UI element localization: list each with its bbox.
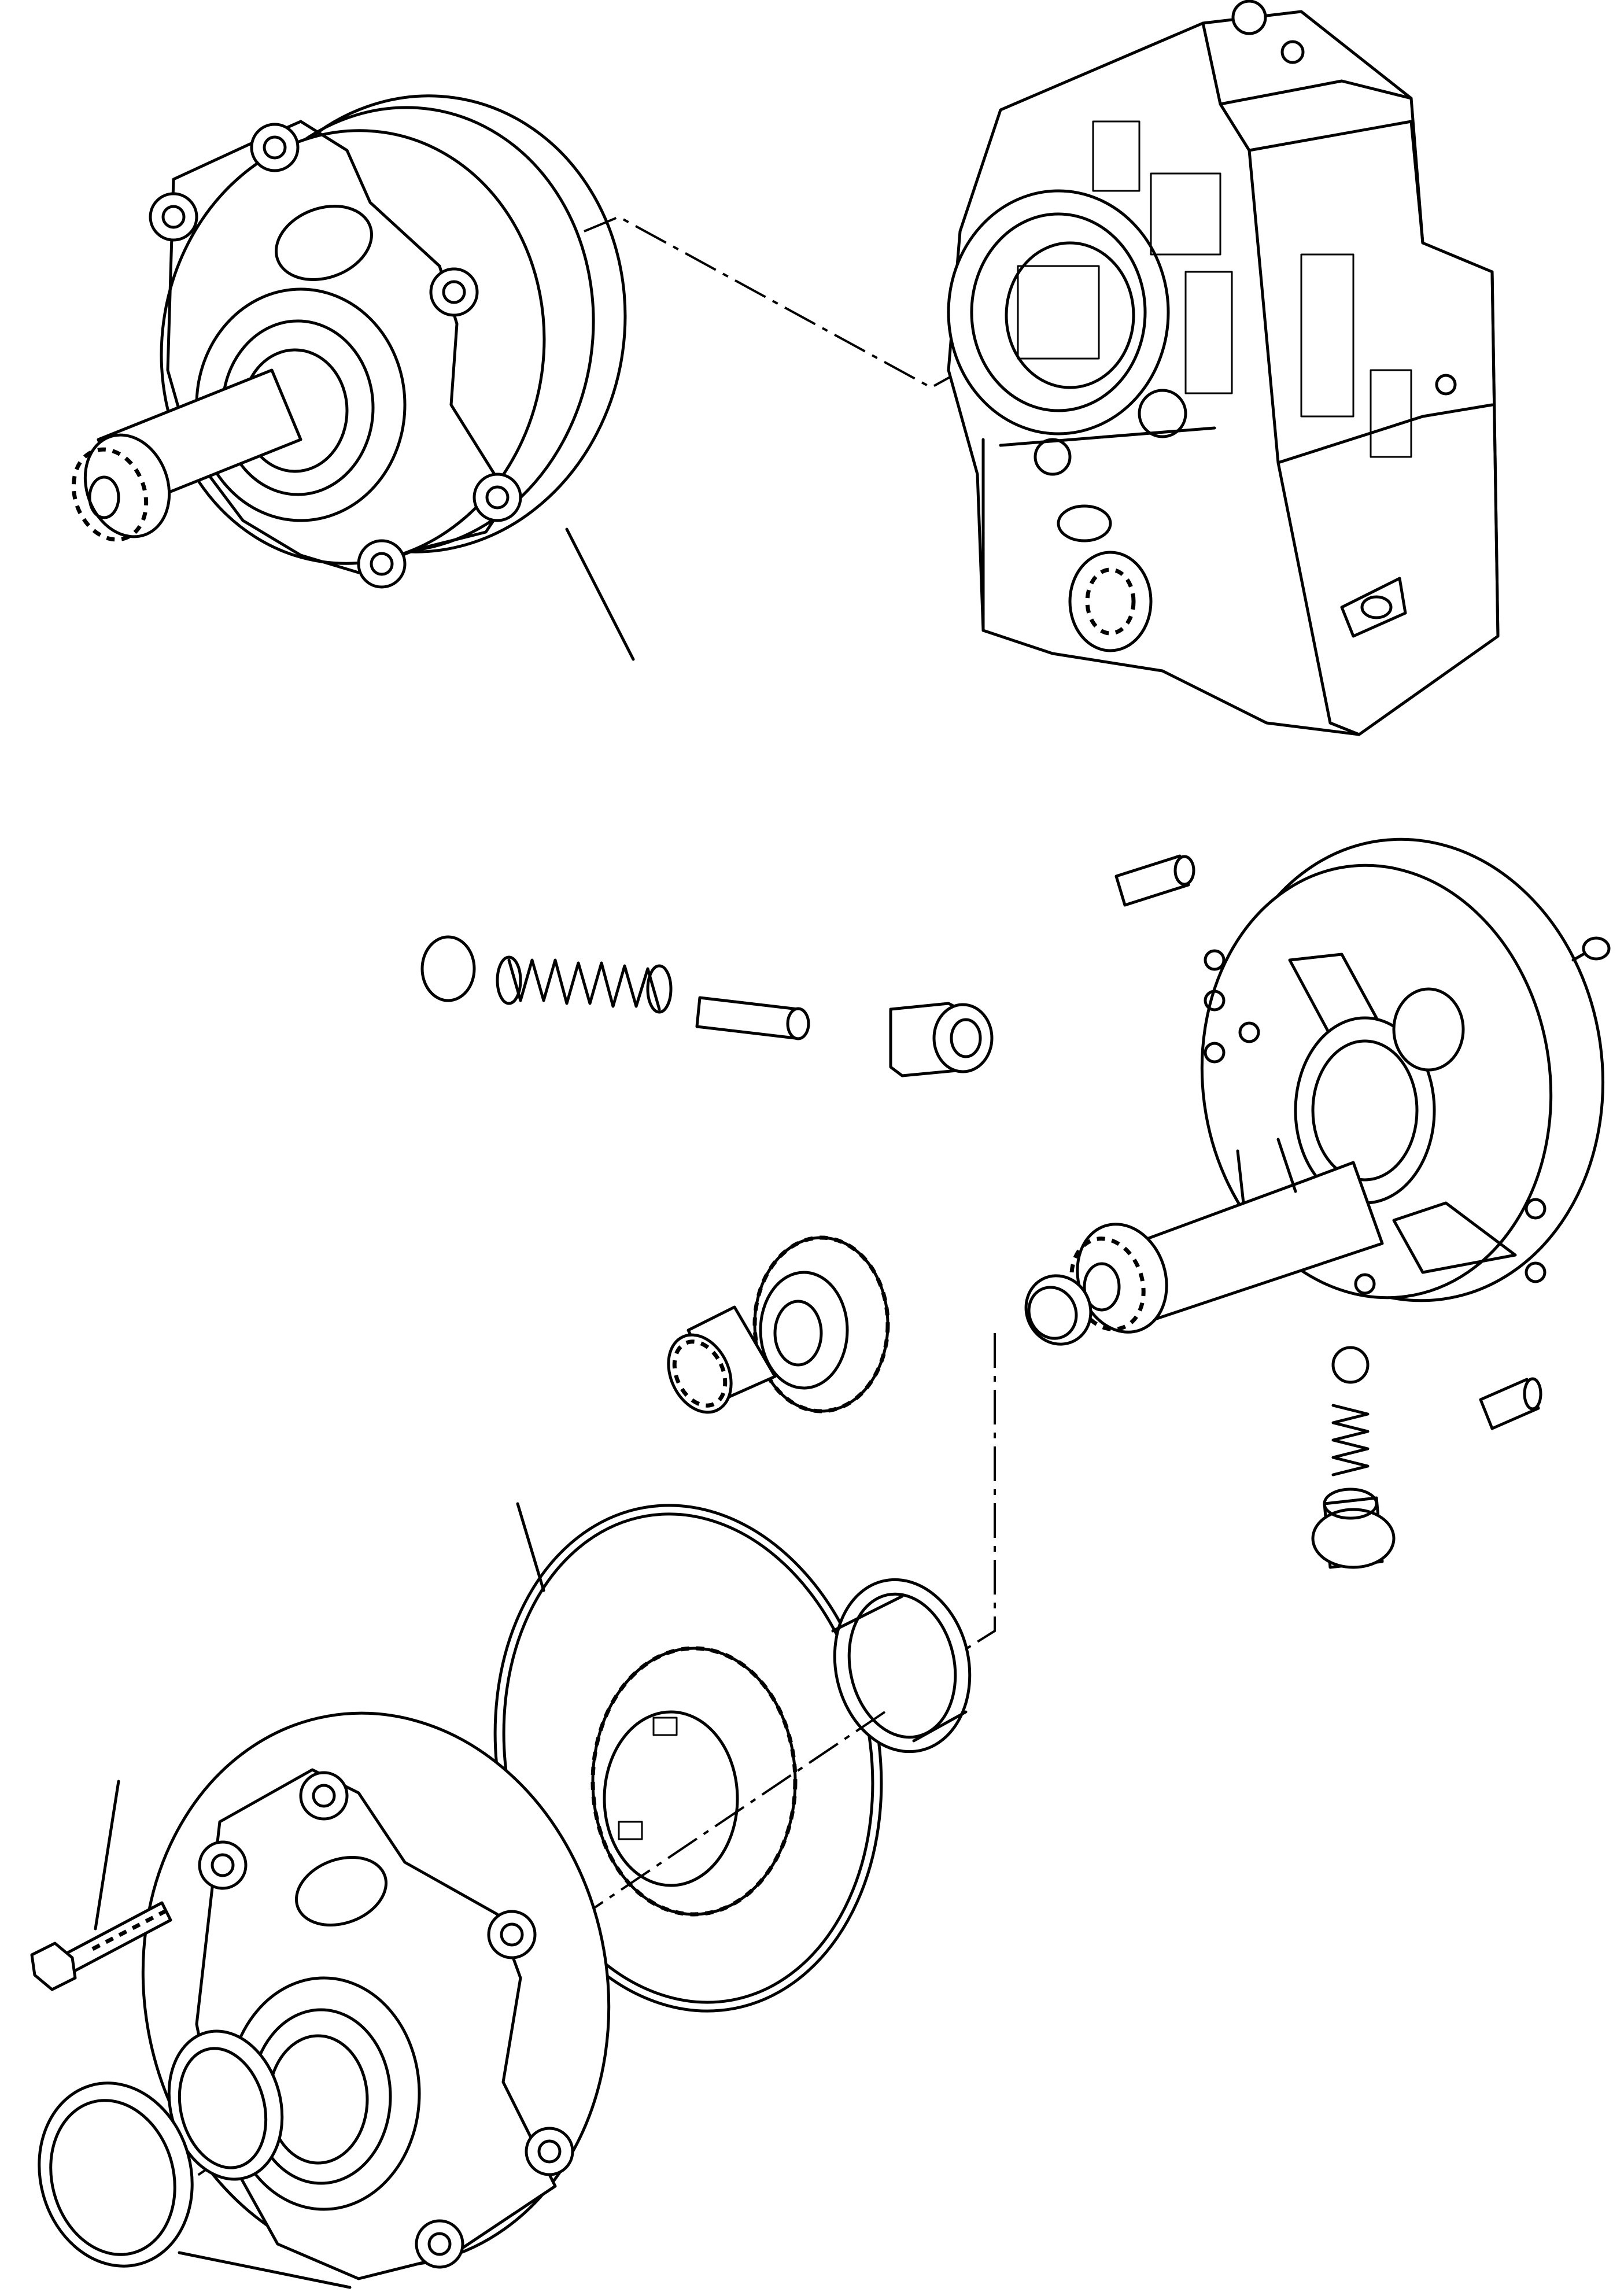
plug-icon	[1311, 1488, 1396, 1569]
leader-line	[94, 1780, 120, 1931]
leader-line	[516, 1502, 545, 1592]
gear-icon	[590, 1646, 798, 1917]
bearing-icon	[667, 1305, 777, 1414]
plunger-icon	[889, 1002, 994, 1077]
seal-icon	[38, 2081, 194, 2268]
ball-icon	[1331, 1346, 1370, 1384]
cap-icon	[420, 935, 476, 1002]
assembly-axis-line	[947, 1333, 996, 1661]
pump-body-icon	[1069, 837, 1604, 1334]
bushing-icon	[831, 1578, 972, 1754]
screw-icon	[1571, 936, 1611, 962]
leader-line	[565, 527, 635, 661]
pin-icon	[1479, 1377, 1542, 1430]
leader-line	[178, 2251, 352, 2289]
pump-assembly-installed-icon	[71, 94, 627, 589]
bolt-icon	[30, 1901, 172, 1991]
pin-icon	[1114, 854, 1195, 907]
pin-icon	[695, 996, 810, 1040]
spring-icon	[496, 955, 673, 1014]
spring-icon	[1331, 1404, 1370, 1477]
gear-icon	[752, 1235, 890, 1413]
housing-icon	[947, 0, 1500, 736]
ring-icon	[1024, 1274, 1092, 1346]
